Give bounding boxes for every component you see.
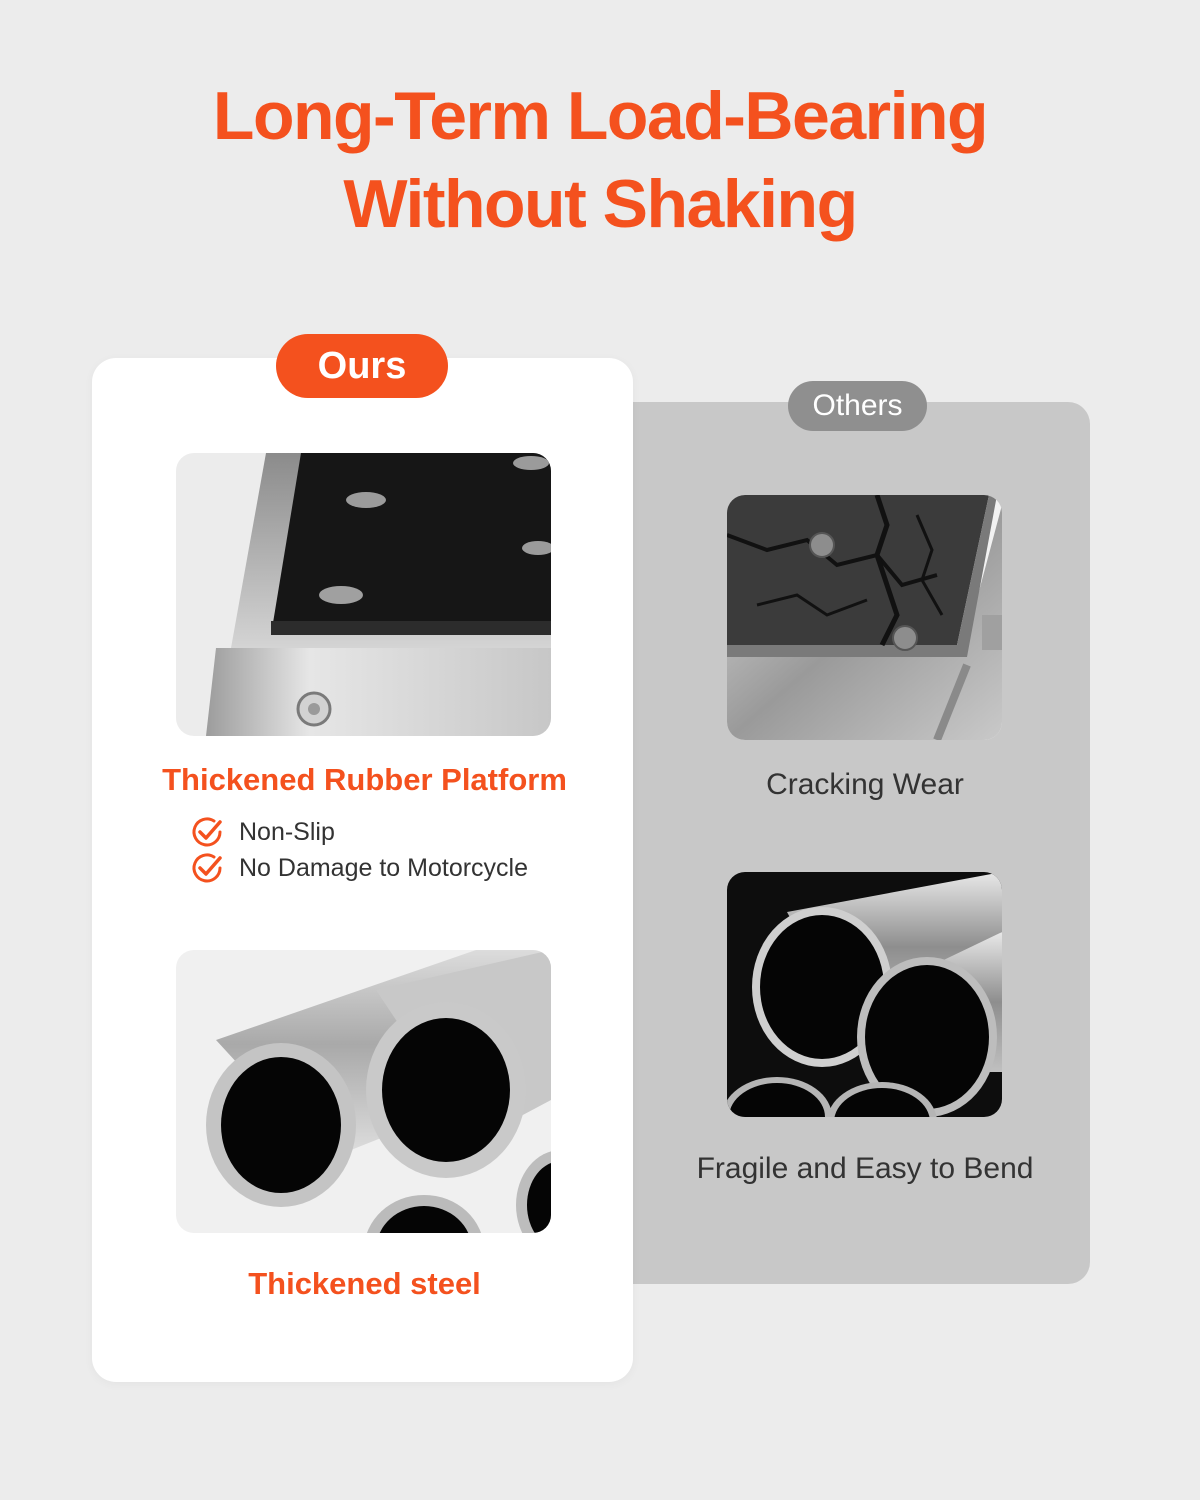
feature-item: No Damage to Motorcycle bbox=[190, 850, 528, 886]
check-circle-icon bbox=[192, 853, 222, 883]
feature-item: Non-Slip bbox=[190, 814, 335, 850]
others-steel-caption: Fragile and Easy to Bend bbox=[696, 1152, 1034, 1185]
ours-badge: Ours bbox=[276, 334, 448, 398]
thin-steel-tubes-photo bbox=[727, 872, 1002, 1117]
feature-label: No Damage to Motorcycle bbox=[239, 853, 529, 882]
page-title-line-2: Without Shaking bbox=[343, 166, 858, 242]
page-title-line-1: Long-Term Load-Bearing bbox=[212, 78, 989, 154]
others-platform-caption: Cracking Wear bbox=[766, 768, 964, 801]
thick-steel-tubes-photo bbox=[176, 950, 551, 1233]
others-badge: Others bbox=[788, 381, 927, 431]
feature-label: Non-Slip bbox=[239, 817, 335, 846]
ours-steel-title: Thickened steel bbox=[248, 1266, 481, 1301]
cracked-platform-photo bbox=[727, 495, 1002, 740]
rubber-platform-photo bbox=[176, 453, 551, 736]
ours-platform-title: Thickened Rubber Platform bbox=[162, 762, 567, 797]
page-title: Long-Term Load-Bearing Without Shaking bbox=[0, 72, 1200, 248]
check-circle-icon bbox=[192, 817, 222, 847]
